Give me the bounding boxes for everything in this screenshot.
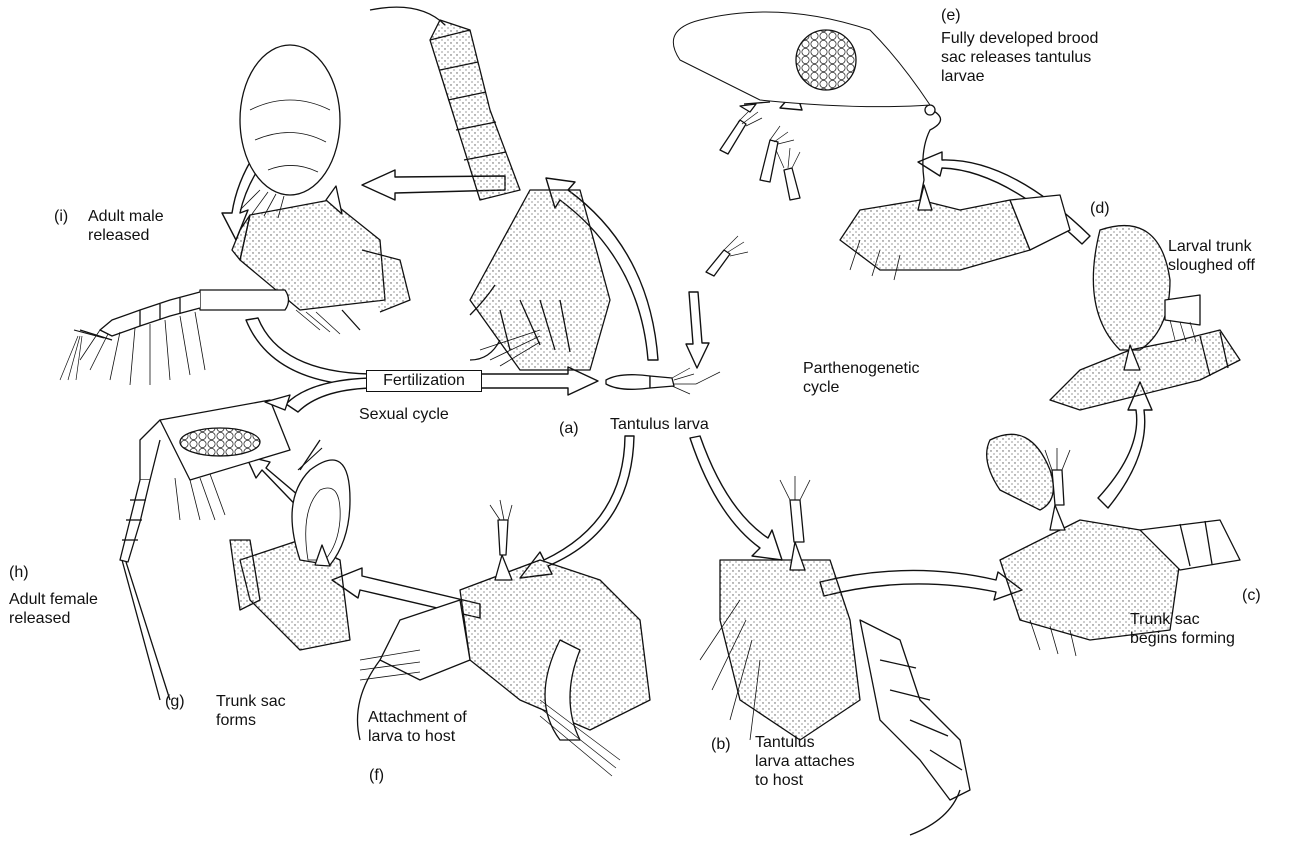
arrow-larva-to-b xyxy=(690,436,782,560)
released-larvae xyxy=(706,102,800,276)
label-a-text: Tantulus larva xyxy=(610,415,709,434)
label-c-text: Trunk sac begins forming xyxy=(1130,610,1235,648)
label-f-letter: (f) xyxy=(369,766,384,785)
sexual-cycle-label: Sexual cycle xyxy=(359,405,449,424)
arrow-larva-to-attachment xyxy=(520,436,634,578)
arrow-release-to-larva xyxy=(686,292,709,368)
label-e-letter: (e) xyxy=(941,6,961,25)
label-d-text: Larval trunk sloughed off xyxy=(1168,237,1255,275)
adult-male-figure xyxy=(60,290,289,385)
arrow-male-to-fertilization xyxy=(246,318,370,386)
parthenogenetic-cycle-label: Parthenogenetic cycle xyxy=(803,359,920,397)
label-a-letter: (a) xyxy=(559,419,579,438)
label-g-text: Trunk sac forms xyxy=(216,692,286,730)
label-i-text: Adult male released xyxy=(88,207,164,245)
tantulus-larva-a xyxy=(606,368,720,394)
label-g-letter: (g) xyxy=(165,692,185,711)
label-i-letter: (i) xyxy=(54,207,68,226)
label-h-letter: (h) xyxy=(9,563,29,582)
arrow-fertilization-to-larva xyxy=(478,367,598,395)
label-b-text: Tantulus larva attaches to host xyxy=(755,733,855,790)
label-b-letter: (b) xyxy=(711,735,731,754)
arrow-female-to-fertilization xyxy=(286,378,370,412)
fertilization-box: Fertilization xyxy=(366,370,482,392)
label-c-letter: (c) xyxy=(1242,586,1261,605)
label-f-text: Attachment of larva to host xyxy=(368,708,467,746)
arrow-b-to-c xyxy=(820,570,1022,600)
label-h-text: Adult female released xyxy=(9,590,98,628)
label-d-letter: (d) xyxy=(1090,199,1110,218)
label-e-text: Fully developed brood sac releases tantu… xyxy=(941,29,1098,86)
